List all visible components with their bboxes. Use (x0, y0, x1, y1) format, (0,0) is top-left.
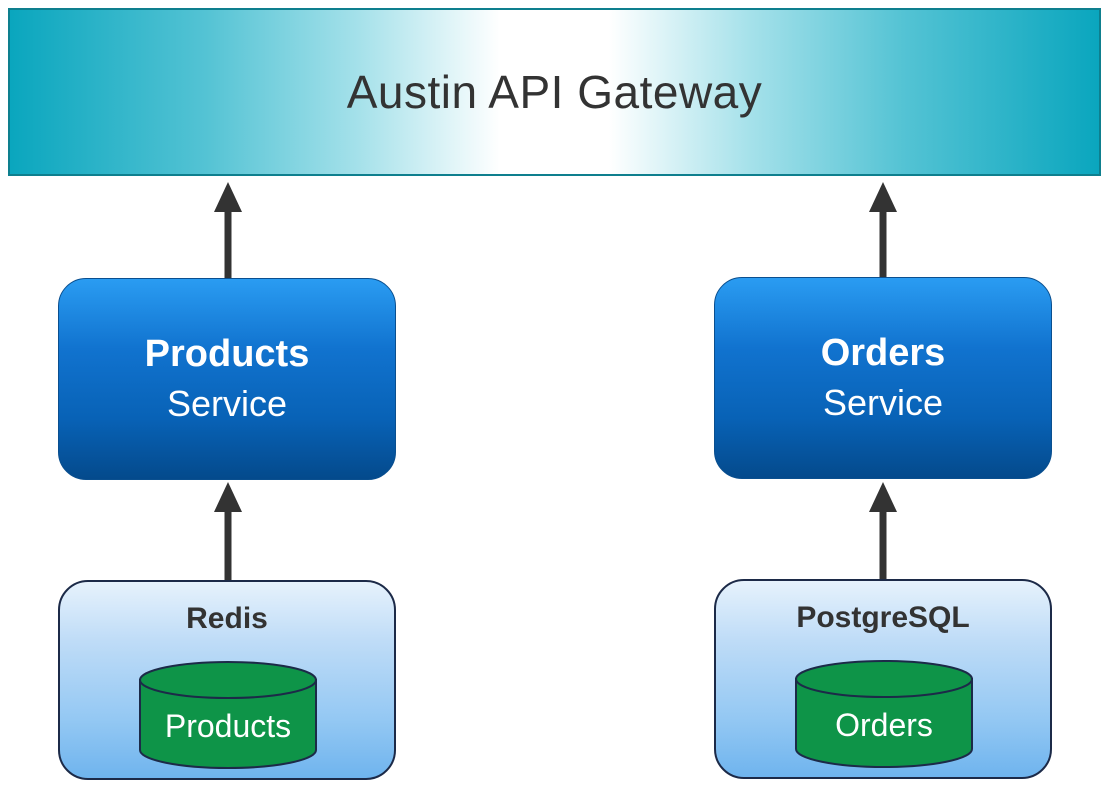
service-name: Products (144, 333, 310, 375)
gateway-title: Austin API Gateway (346, 66, 763, 118)
orders-service: Orders Service (714, 277, 1052, 479)
arrow-products-to-gateway (214, 182, 242, 278)
store-name: Redis (186, 602, 268, 635)
api-gateway: Austin API Gateway (8, 8, 1101, 176)
database-cylinder-icon: Products (138, 660, 318, 770)
arrow-orders-to-gateway (869, 182, 897, 278)
cylinder-label: Orders (835, 707, 933, 743)
products-service: Products Service (58, 278, 396, 480)
service-name: Orders (820, 332, 946, 374)
postgresql-store: PostgreSQL Orders (714, 579, 1052, 779)
arrow-redis-to-products (214, 482, 242, 580)
redis-store: Redis Products (58, 580, 396, 780)
arrow-postgres-to-orders (869, 482, 897, 580)
service-subtitle: Service (822, 382, 944, 423)
database-cylinder-icon: Orders (794, 659, 974, 769)
service-subtitle: Service (166, 383, 288, 424)
cylinder-label: Products (164, 708, 292, 744)
store-name: PostgreSQL (796, 601, 970, 634)
